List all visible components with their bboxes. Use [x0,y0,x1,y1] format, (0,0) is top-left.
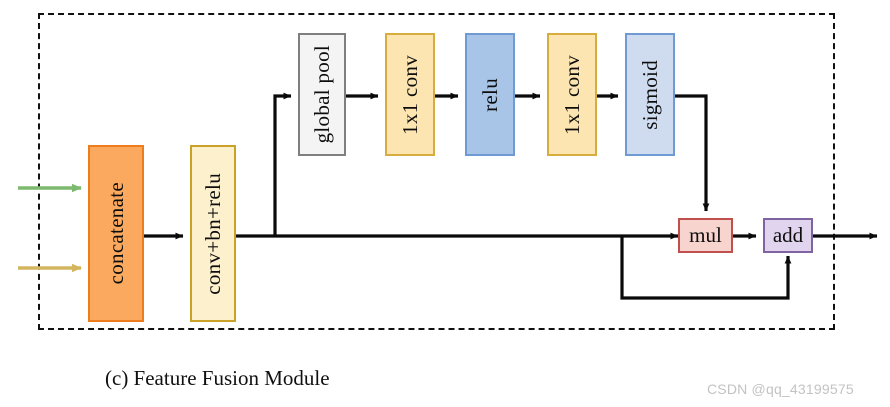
node-sigmoid[interactable]: sigmoid [625,33,675,156]
node-add-label: add [772,223,804,247]
node-conv-bn-relu[interactable]: conv+bn+relu [190,145,236,322]
csdn-watermark: CSDN @qq_43199575 [707,381,854,397]
node-relu-label: relu [477,77,502,112]
node-add[interactable]: add [763,218,813,253]
figure-caption: (c) Feature Fusion Module [105,366,330,390]
node-relu[interactable]: relu [465,33,515,156]
node-sigmoid-label: sigmoid [637,59,662,130]
module-boundary-dashed-frame [38,13,835,330]
node-global-pool-label: global pool [309,45,334,144]
node-conv-1x1-first[interactable]: 1x1 conv [385,33,435,156]
node-conv-1x1-second[interactable]: 1x1 conv [547,33,597,156]
node-conv-1x1-second-label: 1x1 conv [559,54,584,135]
node-global-pool[interactable]: global pool [298,33,346,156]
node-mul[interactable]: mul [678,218,733,253]
node-conv-bn-relu-label: conv+bn+relu [200,172,225,295]
node-conv-1x1-first-label: 1x1 conv [397,54,422,135]
node-concatenate[interactable]: concatenate [88,145,144,322]
node-concatenate-label: concatenate [103,182,128,285]
node-mul-label: mul [689,223,722,247]
